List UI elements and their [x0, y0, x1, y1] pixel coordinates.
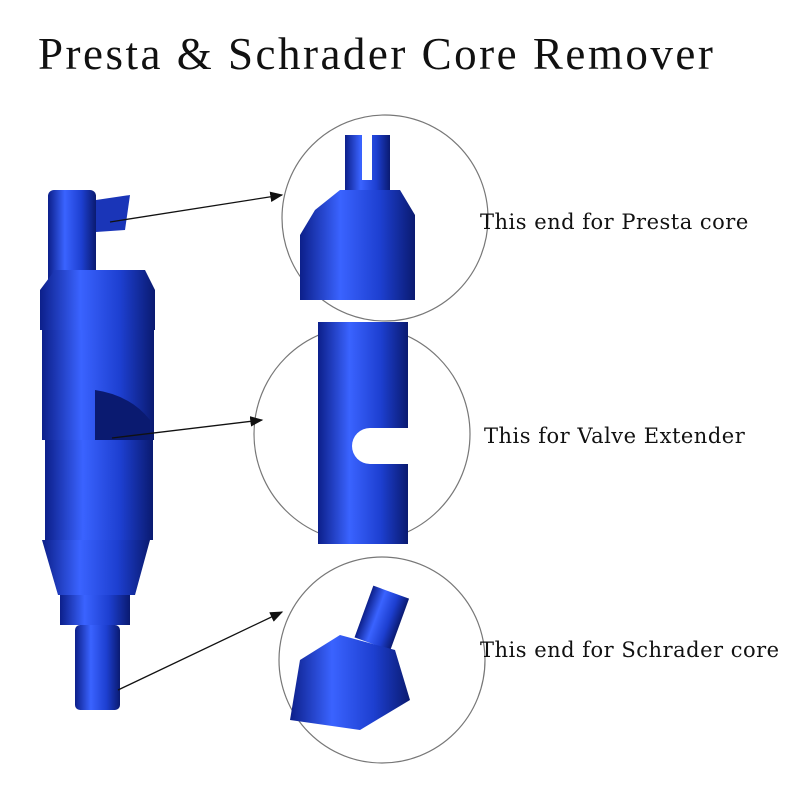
arrow-valve	[111, 416, 264, 439]
label-presta: This end for Presta core	[480, 210, 749, 234]
detail-circle-schrader	[278, 556, 486, 764]
label-schrader: This end for Schrader core	[480, 638, 780, 662]
core-remover-tool	[40, 190, 155, 710]
arrow-presta	[109, 191, 284, 223]
detail-circle-valve-extender	[253, 322, 471, 544]
detail-circle-presta	[281, 114, 489, 322]
label-valve-extender: This for Valve Extender	[484, 424, 746, 448]
page-title: Presta & Schrader Core Remover	[38, 29, 716, 79]
arrow-schrader	[117, 611, 284, 691]
